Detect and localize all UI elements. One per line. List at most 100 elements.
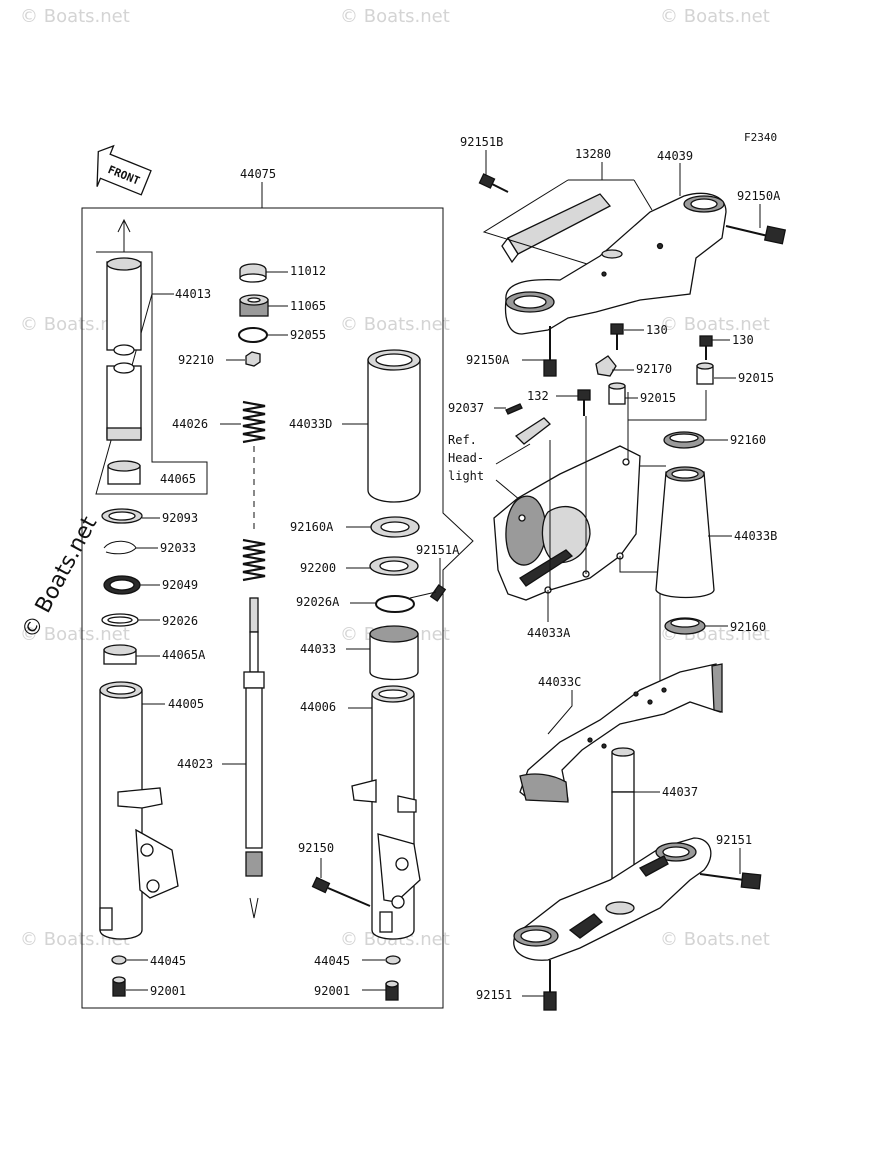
part-44033 — [369, 625, 419, 681]
part-92151-right — [699, 872, 762, 890]
part-44033A — [493, 445, 641, 601]
callout-44005: 44005 — [168, 697, 204, 711]
callout-92151-bottom: 92151 — [476, 988, 512, 1002]
callout-44023: 44023 — [177, 757, 213, 771]
callout-13280: 13280 — [575, 147, 611, 161]
callout-130-a: 130 — [646, 323, 668, 337]
part-92210 — [245, 351, 261, 367]
part-44033C — [519, 663, 723, 803]
part-92015-a — [608, 382, 626, 405]
callout-92037: 92037 — [448, 401, 484, 415]
callout-44033D: 44033D — [289, 417, 332, 431]
part-44033B — [655, 466, 715, 599]
callout-92026: 92026 — [162, 614, 198, 628]
callout-92049: 92049 — [162, 578, 198, 592]
part-44045-right — [385, 955, 401, 965]
watermark: © Boats.net — [20, 314, 130, 335]
callout-11012: 11012 — [290, 264, 326, 278]
callout-92001-left: 92001 — [150, 984, 186, 998]
watermark: © Boats.net — [20, 624, 130, 645]
callout-92150A-left: 92150A — [466, 353, 510, 367]
callout-44075: 44075 — [240, 167, 276, 181]
part-11065 — [239, 294, 269, 317]
callout-92160-b: 92160 — [730, 620, 766, 634]
callout-92015-a: 92015 — [640, 391, 676, 405]
steering-assembly: 92151B 13280 44039 92150A — [448, 135, 787, 1011]
callout-44037: 44037 — [662, 785, 698, 799]
callout-92150A-right: 92150A — [737, 189, 781, 203]
watermark: © Boats.net — [20, 6, 130, 27]
callout-92151-right: 92151 — [716, 833, 752, 847]
part-92160-b — [664, 617, 706, 635]
callout-44033B: 44033B — [734, 529, 777, 543]
part-130-b — [699, 335, 713, 360]
watermark: © Boats.net — [660, 314, 770, 335]
callout-92160-a: 92160 — [730, 433, 766, 447]
front-arrow-icon: FRONT — [96, 144, 152, 196]
ref-note-line2: Head- — [448, 451, 484, 465]
part-44039 — [504, 192, 727, 335]
part-132 — [577, 389, 591, 416]
part-92150 — [311, 876, 371, 907]
callout-92151B: 92151B — [460, 135, 503, 149]
fork-assembly-44075: 44075 44013 44065 92093 92033 — [81, 167, 474, 1009]
callout-44065A: 44065A — [162, 648, 206, 662]
callout-92033: 92033 — [160, 541, 196, 555]
part-92001-left — [112, 976, 126, 997]
callout-44033C: 44033C — [538, 675, 581, 689]
callout-44045-right: 44045 — [314, 954, 350, 968]
part-44005 — [99, 681, 179, 940]
callout-92015-b: 92015 — [738, 371, 774, 385]
callout-92093: 92093 — [162, 511, 198, 525]
part-44045-left — [111, 955, 127, 965]
part-44026 — [242, 400, 266, 582]
callout-92001-right: 92001 — [314, 984, 350, 998]
part-44033D — [367, 349, 421, 503]
callout-44065: 44065 — [160, 472, 196, 486]
callout-44033: 44033 — [300, 642, 336, 656]
callout-44045-left: 44045 — [150, 954, 186, 968]
part-92200 — [369, 556, 419, 576]
part-92055 — [238, 327, 268, 343]
part-92049 — [103, 575, 141, 595]
figure-code: F2340 — [744, 131, 777, 144]
part-92160-a — [663, 431, 705, 449]
part-92160A — [370, 516, 420, 538]
part-44065A — [103, 644, 137, 665]
watermark: © Boats.net — [340, 314, 450, 335]
part-92151A — [429, 584, 447, 602]
callout-92200: 92200 — [300, 561, 336, 575]
part-92001-right — [385, 980, 399, 1001]
part-44037 — [513, 747, 712, 961]
watermark: © Boats.net — [660, 6, 770, 27]
part-44023 — [243, 597, 265, 919]
part-11012 — [239, 263, 267, 283]
callout-44013: 44013 — [175, 287, 211, 301]
part-92015-b — [696, 362, 714, 385]
part-92151-bottom — [543, 960, 557, 1011]
callout-92160A: 92160A — [290, 520, 334, 534]
callout-44026: 44026 — [172, 417, 208, 431]
callout-11065: 11065 — [290, 299, 326, 313]
part-92093 — [101, 508, 143, 524]
part-44013 — [106, 257, 142, 441]
callout-92055: 92055 — [290, 328, 326, 342]
part-44006 — [351, 685, 421, 940]
part-130-a — [610, 323, 624, 350]
part-92150A-right — [725, 225, 787, 245]
callout-44039: 44039 — [657, 149, 693, 163]
part-92151B — [478, 173, 509, 193]
part-92026A — [375, 591, 437, 613]
part-92150A-left — [543, 326, 557, 377]
kit-outline — [81, 207, 474, 1009]
part-13280 — [501, 193, 612, 264]
part-92033 — [103, 540, 137, 555]
callout-44006: 44006 — [300, 700, 336, 714]
callout-92150: 92150 — [298, 841, 334, 855]
part-44065 — [107, 460, 141, 485]
callout-92170: 92170 — [636, 362, 672, 376]
callout-130-b: 130 — [732, 333, 754, 347]
part-92026 — [101, 613, 139, 627]
part-92170 — [595, 355, 617, 377]
